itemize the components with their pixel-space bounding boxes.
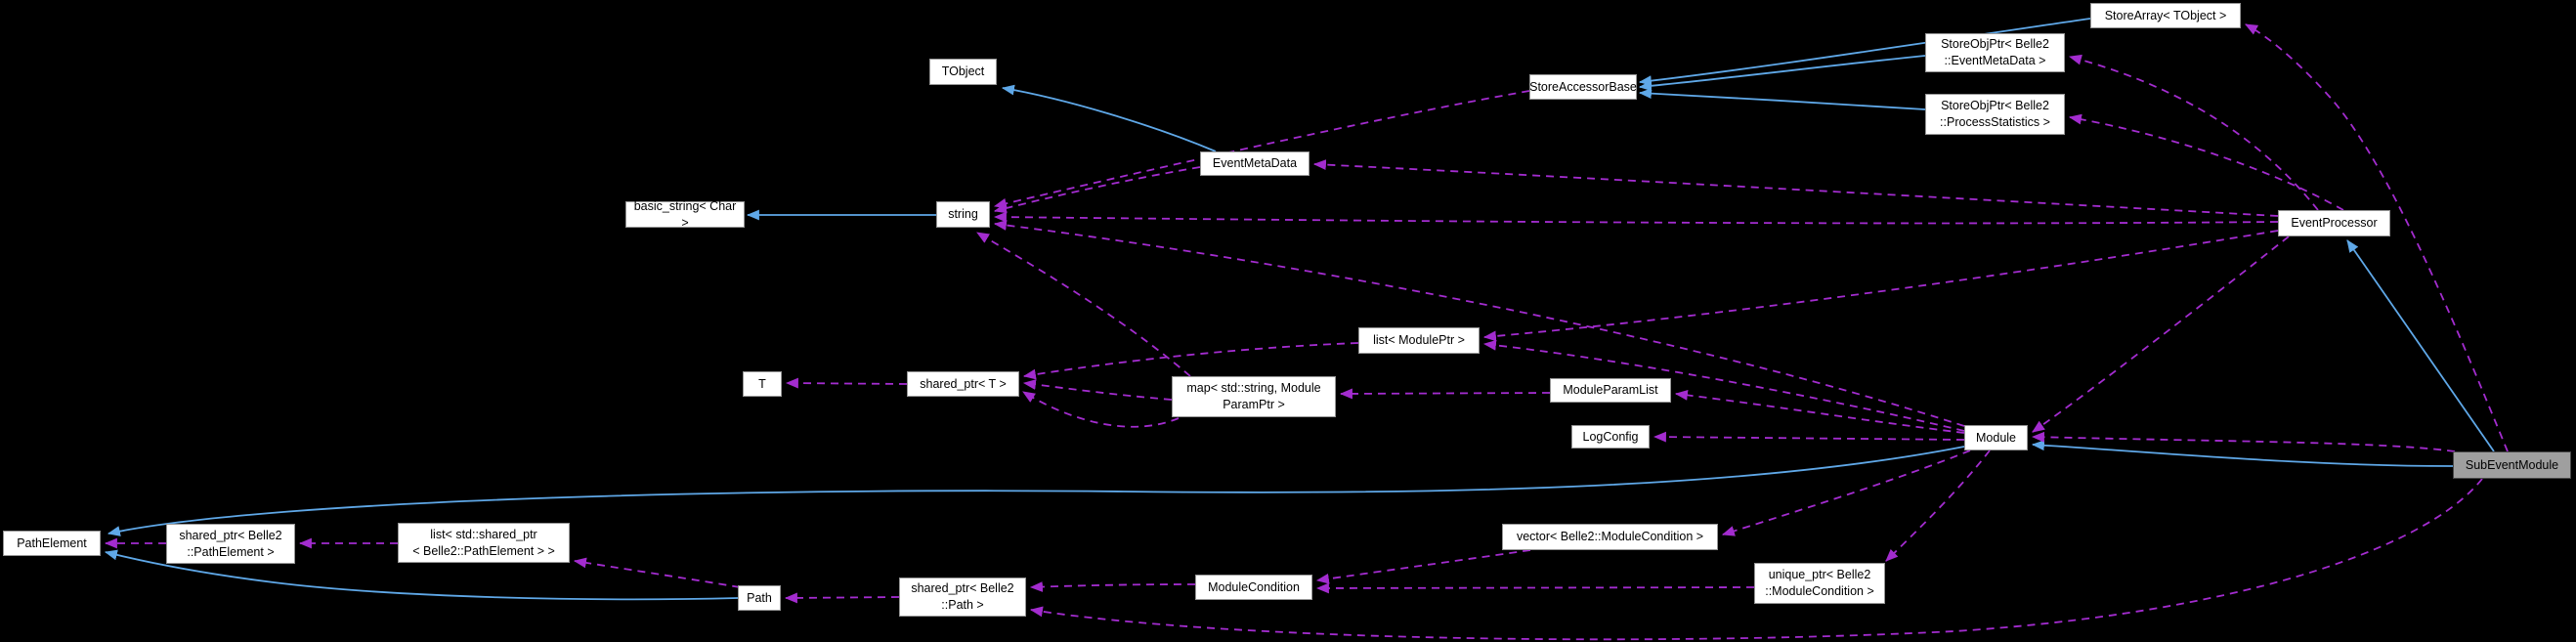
node-path[interactable]: Path	[738, 585, 781, 611]
edge-module_condition-to-shared_ptr_path	[1029, 581, 1196, 592]
edge-map_string_moduleparamptr-to-string	[976, 232, 1191, 377]
node-t[interactable]: T	[743, 371, 782, 397]
edge-module-to-vector_modulecondition	[1721, 449, 1971, 536]
edge-event_processor-to-module	[2032, 235, 2290, 433]
node-event-meta-data[interactable]: EventMetaData	[1200, 151, 1309, 176]
edge-event_processor-to-store_objptr_eventmetadata	[2068, 54, 2319, 211]
edge-module-to-module_param_list	[1674, 390, 1965, 434]
node-event-processor[interactable]: EventProcessor	[2278, 210, 2390, 236]
node-list-shared-ptr-pathelement[interactable]: list< std::shared_ptr < Belle2::PathElem…	[398, 523, 570, 563]
edge-module-to-string	[993, 220, 1965, 427]
node-path-element[interactable]: PathElement	[3, 531, 101, 556]
node-tobject[interactable]: TObject	[929, 59, 997, 85]
node-module-param-list[interactable]: ModuleParamList	[1550, 378, 1671, 403]
node-unique-ptr-modulecondition[interactable]: unique_ptr< Belle2 ::ModuleCondition >	[1754, 563, 1885, 604]
node-basic-string-char[interactable]: basic_string< Char >	[625, 199, 745, 230]
node-module[interactable]: Module	[1964, 425, 2028, 450]
node-map-string-moduleparamptr[interactable]: map< std::string, Module ParamPtr >	[1172, 376, 1336, 417]
edge-sub_event_module-to-shared_ptr_path	[1029, 478, 2483, 641]
edge-event_meta_data-to-tobject	[1001, 84, 1217, 152]
edge-module-to-list_moduleptr	[1482, 339, 1965, 432]
node-sub-event-module[interactable]: SubEventModule	[2453, 451, 2571, 479]
edge-sub_event_module-to-module	[2031, 431, 2456, 452]
edge-module-to-unique_ptr_modulecondition	[1885, 449, 1991, 562]
node-vector-modulecondition[interactable]: vector< Belle2::ModuleCondition >	[1502, 524, 1718, 550]
edge-shared_ptr_path-to-path	[784, 592, 900, 604]
edge-module_param_list-to-map_string_moduleparamptr	[1339, 388, 1551, 400]
edge-path-to-list_shared_ptr_pathelement	[573, 557, 741, 588]
node-store-objptr-eventmetadata[interactable]: StoreObjPtr< Belle2 ::EventMetaData >	[1925, 33, 2065, 72]
edge-sub_event_module-to-store_array_tobject	[2245, 23, 2509, 452]
edge-event_processor-to-string	[993, 211, 2279, 225]
node-store-objptr-processstatistics[interactable]: StoreObjPtr< Belle2 ::ProcessStatistics …	[1925, 94, 2065, 135]
edge-module-to-log_config	[1653, 431, 1965, 443]
edge-path-to-path_element	[104, 549, 739, 601]
edge-event_processor-to-store_objptr_processstatistics	[2068, 113, 2344, 211]
node-store-array-tobject[interactable]: StoreArray< TObject >	[2090, 3, 2241, 28]
node-shared-ptr-path[interactable]: shared_ptr< Belle2 ::Path >	[899, 578, 1026, 617]
edge-map_string_moduleparamptr-to-shared_ptr_t	[1022, 391, 1180, 428]
edge-store_objptr_eventmetadata-to-store_accessor_base	[1638, 55, 1926, 92]
edge-shared_ptr_t-to-t	[785, 377, 908, 389]
node-module-condition[interactable]: ModuleCondition	[1195, 575, 1312, 600]
edge-sub_event_module-to-event_processor	[2346, 239, 2495, 452]
node-list-moduleptr[interactable]: list< ModulePtr >	[1358, 327, 1480, 354]
edge-store_objptr_processstatistics-to-store_accessor_base	[1638, 88, 1926, 110]
edge-vector_modulecondition-to-module_condition	[1315, 549, 1531, 584]
edge-module-to-path_element	[107, 446, 1965, 536]
node-log-config[interactable]: LogConfig	[1571, 425, 1650, 449]
edge-unique_ptr_modulecondition-to-module_condition	[1315, 582, 1755, 594]
edge-store_array_tobject-to-store_accessor_base	[1638, 18, 2091, 87]
edge-list_moduleptr-to-shared_ptr_t	[1022, 342, 1359, 380]
node-store-accessor-base[interactable]: StoreAccessorBase	[1529, 74, 1637, 100]
edge-store_accessor_base-to-string	[993, 90, 1530, 209]
edge-event_processor-to-event_meta_data	[1312, 159, 2279, 217]
edge-event_meta_data-to-string	[993, 166, 1201, 214]
node-string[interactable]: string	[936, 201, 990, 228]
edge-map_string_moduleparamptr-to-shared_ptr_t	[1022, 379, 1173, 401]
edge-event_processor-to-list_moduleptr	[1482, 230, 2279, 342]
edge-sub_event_module-to-module	[2031, 440, 2454, 467]
node-shared-ptr-pathelement[interactable]: shared_ptr< Belle2 ::PathElement >	[166, 524, 295, 564]
node-shared-ptr-t[interactable]: shared_ptr< T >	[907, 371, 1019, 397]
